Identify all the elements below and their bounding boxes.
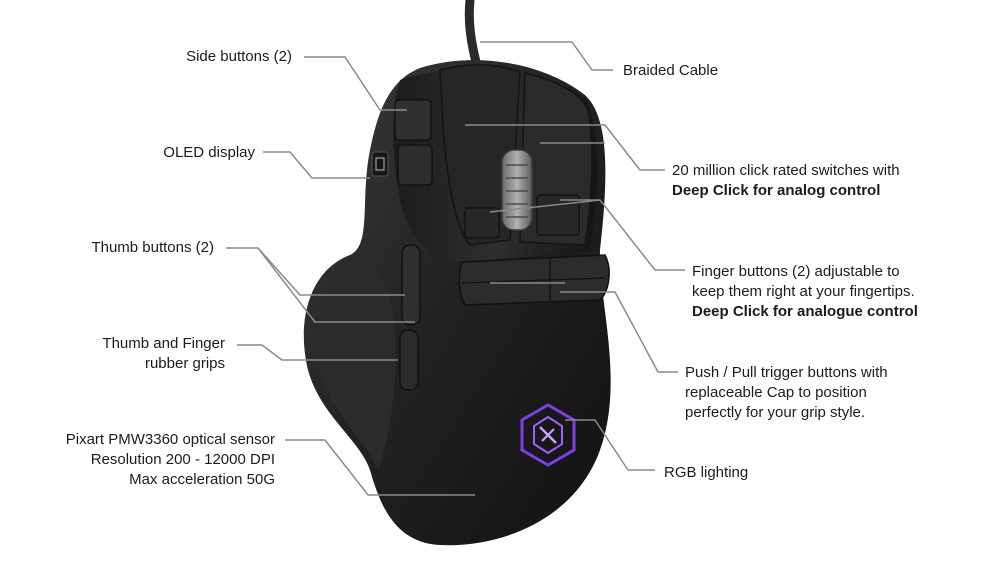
left-click-button xyxy=(439,64,521,246)
label-trigger-buttons: Push / Pull trigger buttons with replace… xyxy=(685,364,888,421)
label-braided-cable: Braided Cable xyxy=(623,62,719,79)
thumb-rubber-grip xyxy=(313,255,396,470)
label-thumb-buttons: Thumb buttons (2) xyxy=(91,239,214,256)
thumb-button-lower xyxy=(399,329,419,391)
oled-display xyxy=(371,151,389,177)
braided-cable xyxy=(464,0,483,75)
label-finger-buttons: Finger buttons (2) adjustable to keep th… xyxy=(692,263,918,320)
side-button-lower xyxy=(397,144,433,186)
label-side-buttons: Side buttons (2) xyxy=(186,48,292,65)
label-switches: 20 million click rated switches with Dee… xyxy=(672,162,900,199)
label-rubber-grips: Thumb and Finger rubber grips xyxy=(102,335,225,372)
finger-button-left xyxy=(464,207,500,239)
thumb-button-upper xyxy=(401,244,421,326)
label-oled-display: OLED display xyxy=(163,144,255,161)
finger-button-right xyxy=(536,194,580,236)
side-button-upper xyxy=(394,99,432,141)
leader-lines xyxy=(226,41,685,496)
label-rgb-lighting: RGB lighting xyxy=(664,464,749,481)
label-optical-sensor: Pixart PMW3360 optical sensor Resolution… xyxy=(65,431,275,488)
scroll-wheel xyxy=(501,149,533,231)
